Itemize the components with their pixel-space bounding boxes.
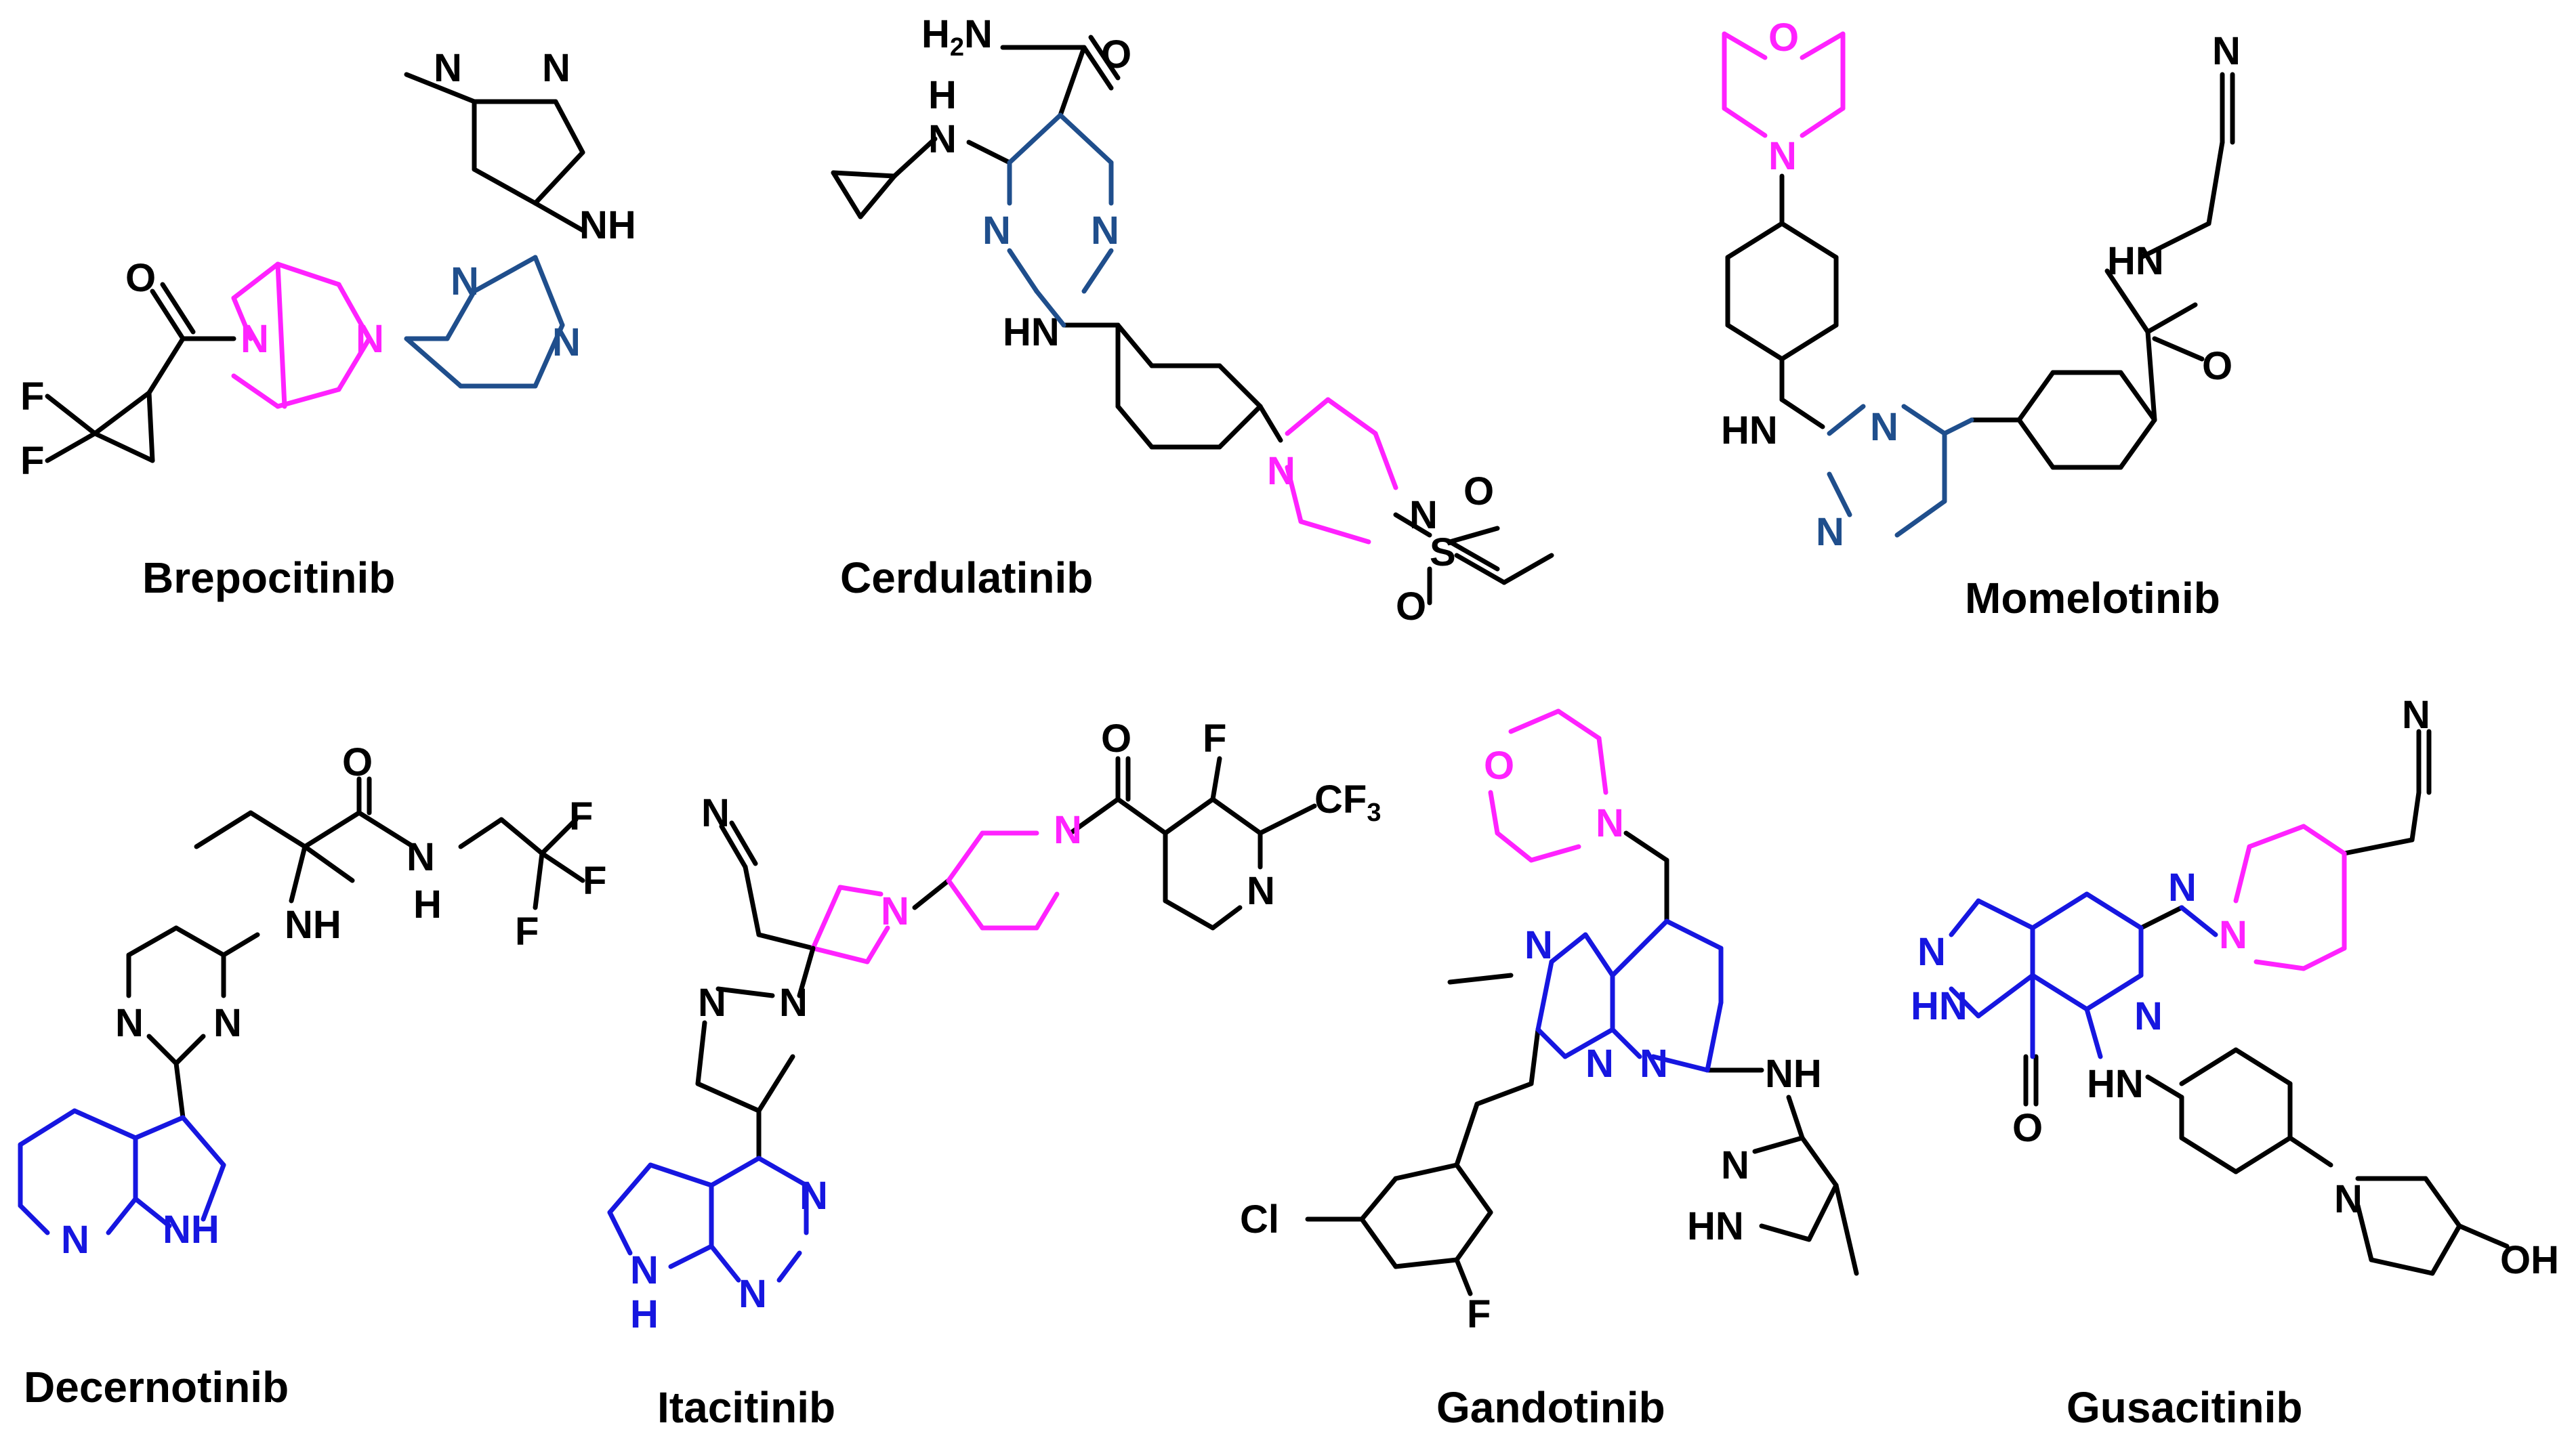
- atom-cf3: CF3: [1314, 778, 1381, 827]
- structure-decernotinib: O N H NH F F F N N N: [18, 740, 606, 1412]
- atom-n: N: [552, 320, 581, 364]
- atom-nh: NH: [285, 903, 341, 947]
- atom-hn: HN: [2107, 239, 2164, 283]
- atom-h: H: [928, 73, 957, 117]
- atom-f: F: [583, 859, 606, 903]
- atom-n: N: [1768, 134, 1797, 178]
- atom-n: N: [1091, 209, 1119, 253]
- atom-o: O: [1484, 744, 1514, 788]
- atom-n: N: [698, 981, 726, 1025]
- atom-o: O: [1101, 33, 1131, 77]
- atom-f: F: [20, 375, 44, 419]
- atom-f: F: [515, 910, 539, 954]
- name-brepocitinib: Brepocitinib: [142, 553, 395, 602]
- atom-f: F: [1467, 1292, 1491, 1336]
- atom-cl: Cl: [1240, 1197, 1279, 1242]
- atom-o: O: [2012, 1106, 2043, 1150]
- atom-hn: HN: [2087, 1062, 2144, 1106]
- atom-o: O: [1396, 585, 1426, 629]
- atom-hn: HN: [1003, 310, 1060, 354]
- atom-n: N: [2212, 29, 2241, 73]
- atom-n: N: [2402, 693, 2430, 737]
- atom-nh: NH: [579, 203, 636, 247]
- atom-n: N: [739, 1272, 767, 1316]
- atom-s: S: [1430, 530, 1456, 574]
- atom-oh: OH: [2500, 1238, 2559, 1282]
- structure-itacitinib: N O F CF3 N N N N N: [607, 717, 1381, 1432]
- atom-n: N: [1816, 510, 1844, 554]
- atom-nh: NH: [163, 1208, 220, 1252]
- atom-n: N: [1247, 869, 1275, 913]
- atom-f: F: [1203, 717, 1226, 761]
- atom-hn: HN: [1687, 1204, 1744, 1248]
- name-gandotinib: Gandotinib: [1436, 1383, 1665, 1432]
- atom-n: N: [1585, 1042, 1614, 1086]
- atom-o: O: [1768, 16, 1799, 60]
- atom-n: N: [61, 1218, 89, 1262]
- atom-n: N: [928, 117, 957, 161]
- structure-brepocitinib: N N NH N N N N: [20, 46, 636, 602]
- atom-n: N: [2168, 866, 2197, 910]
- atom-h: H: [413, 883, 442, 927]
- atom-n: N: [115, 1001, 144, 1045]
- atom-n: N: [1640, 1042, 1668, 1086]
- name-cerdulatinib: Cerdulatinib: [840, 553, 1093, 602]
- atom-n: N: [2134, 994, 2163, 1038]
- atom-o: O: [342, 740, 373, 784]
- atom-h2n: H2N: [921, 12, 993, 62]
- atom-n: N: [630, 1248, 659, 1292]
- atom-n: N: [451, 259, 479, 303]
- structure-cerdulatinib: H2N O H N HN N S O O N N N Cerdulatini: [831, 12, 1554, 629]
- atom-o: O: [2202, 344, 2232, 388]
- atom-o: O: [1463, 469, 1494, 513]
- atom-n: N: [1267, 449, 1295, 493]
- atom-n: N: [1721, 1143, 1749, 1187]
- structure-gusacitinib: N HN N OH O N N N: [1911, 693, 2559, 1432]
- atom-hn: HN: [1721, 408, 1778, 452]
- atom-nh: NH: [1765, 1052, 1822, 1096]
- atom-f: F: [20, 439, 44, 483]
- atom-n: N: [434, 46, 462, 90]
- atom-n: N: [1054, 808, 1082, 852]
- atom-n: N: [982, 209, 1011, 253]
- atom-hn: HN: [1911, 984, 1968, 1028]
- atom-n: N: [779, 981, 808, 1025]
- atom-n: N: [356, 317, 384, 361]
- atom-n: N: [407, 835, 435, 879]
- name-decernotinib: Decernotinib: [24, 1363, 289, 1412]
- atom-n: N: [1409, 493, 1438, 537]
- atom-n: N: [1524, 923, 1553, 967]
- name-momelotinib: Momelotinib: [1965, 574, 2220, 622]
- atom-h: H: [630, 1292, 659, 1336]
- atom-o: O: [1101, 717, 1131, 761]
- name-itacitinib: Itacitinib: [657, 1383, 835, 1432]
- atom-n: N: [2334, 1177, 2363, 1221]
- atom-n: N: [1917, 930, 1946, 974]
- atom-n: N: [799, 1174, 828, 1218]
- atom-n: N: [701, 791, 730, 835]
- atom-n: N: [1870, 405, 1898, 449]
- name-gusacitinib: Gusacitinib: [2066, 1383, 2303, 1432]
- structure-momelotinib: O N HN HN: [1721, 16, 2241, 622]
- atom-n: N: [213, 1001, 242, 1045]
- atom-n: N: [881, 889, 909, 933]
- atom-n: N: [1596, 801, 1624, 845]
- atom-n: N: [2219, 913, 2247, 957]
- atom-n: N: [542, 46, 570, 90]
- atom-o: O: [125, 256, 156, 300]
- atom-f: F: [569, 794, 593, 839]
- atom-n: N: [241, 317, 269, 361]
- structure-gandotinib: O N Cl F NH N HN: [1240, 708, 1859, 1432]
